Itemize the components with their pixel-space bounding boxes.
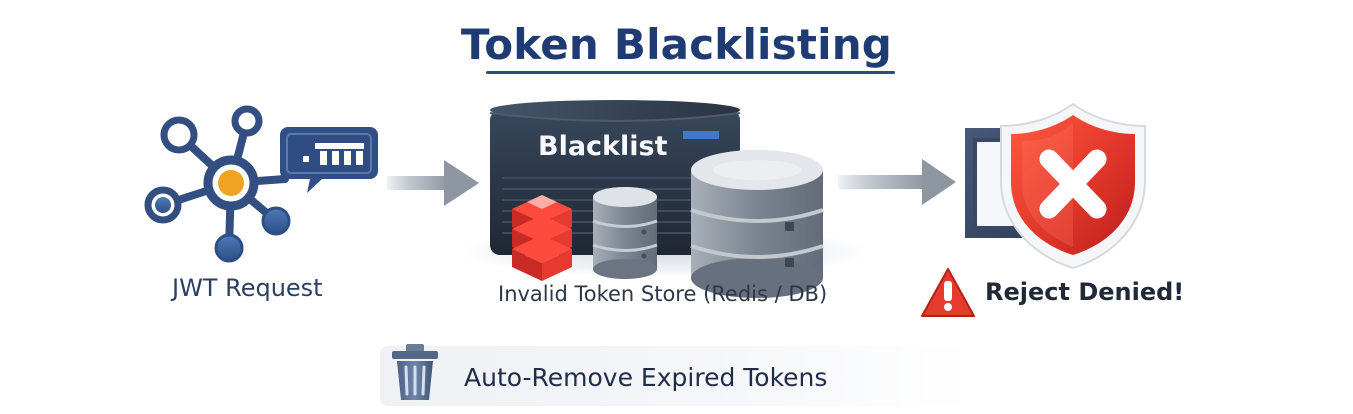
token-card-icon (280, 127, 378, 193)
server-rack-icon (460, 100, 870, 298)
arrow-right-icon (387, 160, 479, 206)
network-icon (144, 105, 291, 263)
reject-denied-label: Reject Denied! (985, 278, 1185, 306)
invalid-token-store-label: Invalid Token Store (Redis / DB) (498, 282, 828, 306)
database-large-icon (690, 150, 824, 298)
trash-icon (392, 344, 438, 400)
auto-remove-band (380, 346, 970, 406)
jwt-request-label: JWT Request (172, 274, 323, 302)
title-underline (486, 71, 895, 74)
blacklist-label: Blacklist (538, 131, 668, 162)
page-title: Token Blacklisting (460, 20, 893, 69)
auto-remove-expired-tokens-label: Auto-Remove Expired Tokens (464, 363, 828, 392)
shield-x-icon (965, 102, 1146, 270)
warning-icon (921, 268, 975, 317)
arrow-right-icon (838, 159, 956, 205)
